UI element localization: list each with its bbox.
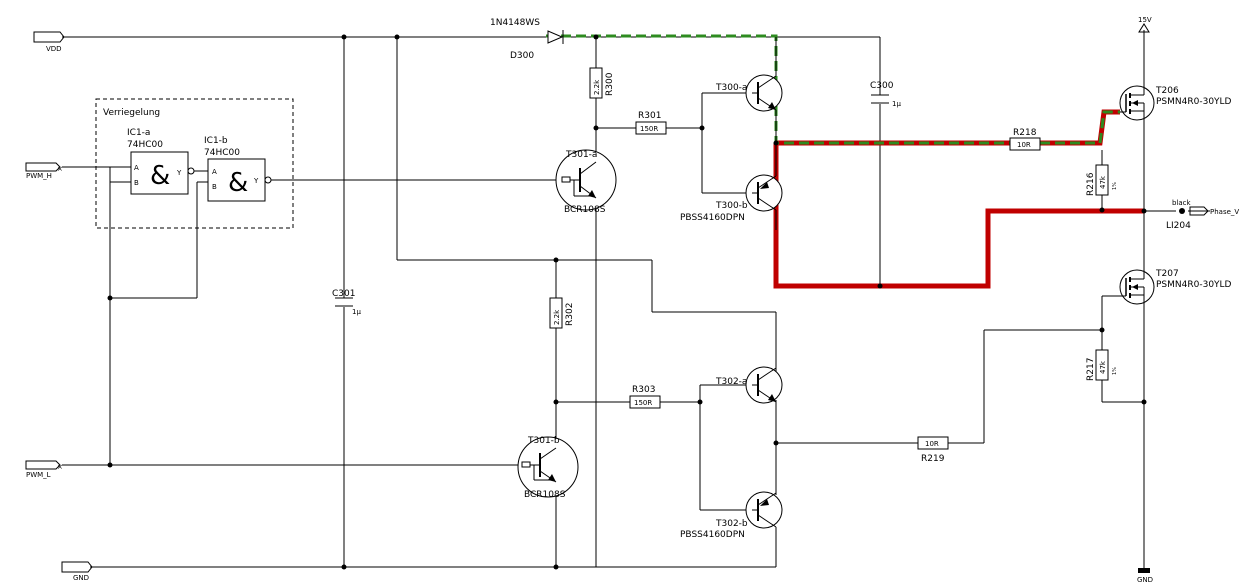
interlock-title: Verriegelung bbox=[103, 108, 160, 118]
r219-value: 10R bbox=[925, 440, 939, 448]
port-phase-v-label: Phase_V bbox=[1210, 208, 1239, 216]
d300-name: D300 bbox=[510, 51, 534, 61]
c300-name: C300 bbox=[870, 81, 894, 91]
t301a-name: T301-a bbox=[565, 150, 597, 160]
t301b-part: BCR108S bbox=[524, 490, 566, 500]
li204-label: LI204 bbox=[1166, 221, 1191, 231]
r302-value: 2.2k bbox=[553, 309, 561, 325]
ic1a-pin-y: Y bbox=[176, 169, 182, 177]
resistor-r216: 47k R216 1% bbox=[1086, 164, 1118, 196]
t300a-name: T300-a bbox=[715, 83, 747, 93]
transistor-t301a: T301-a BCR108S bbox=[555, 149, 617, 215]
r300-value: 2.2k bbox=[593, 79, 601, 95]
c300-value: 1µ bbox=[892, 100, 901, 108]
r218-value: 10R bbox=[1017, 141, 1031, 149]
highlight-red-path bbox=[773, 109, 1144, 289]
ic1a-pin-b: B bbox=[134, 179, 139, 187]
capacitor-c300: C300 1µ bbox=[870, 81, 901, 108]
c301-name: C301 bbox=[332, 289, 355, 299]
supply-15v-label: 15V bbox=[1138, 16, 1152, 24]
li204-net-label: black bbox=[1172, 199, 1192, 207]
port-pwm-l: × PWM_L bbox=[25, 460, 63, 479]
resistor-r302: 2.2k R302 bbox=[549, 297, 575, 329]
r217-name: R217 bbox=[1086, 358, 1096, 381]
resistor-r219: 10R R219 bbox=[917, 436, 949, 464]
ic1a-pin-a: A bbox=[134, 164, 139, 172]
ic1b-pin-a: A bbox=[212, 168, 217, 176]
highlight-green-path bbox=[546, 34, 1120, 145]
r216-tol: 1% bbox=[1112, 182, 1118, 190]
t302a-name: T302-a bbox=[715, 377, 747, 387]
port-gnd-label: GND bbox=[73, 574, 89, 582]
t207-part: PSMN4R0-30YLD bbox=[1156, 280, 1232, 290]
gate-ic1a: & A B Y IC1-a 74HC00 bbox=[127, 128, 195, 195]
ic1a-symbol: & bbox=[150, 161, 170, 191]
d300-part: 1N4148WS bbox=[490, 18, 540, 28]
r303-value: 150R bbox=[634, 399, 652, 407]
r302-name: R302 bbox=[565, 303, 575, 326]
svg-text:×: × bbox=[57, 165, 63, 173]
port-pwm-h-label: PWM_H bbox=[26, 172, 52, 180]
transistor-t300b: T300-b PBSS4160DPN bbox=[680, 143, 783, 230]
port-vdd: VDD bbox=[33, 31, 65, 53]
ic1b-name: IC1-b bbox=[204, 136, 228, 146]
r216-name: R216 bbox=[1086, 172, 1096, 196]
ic1b-pin-b: B bbox=[212, 183, 217, 191]
svg-text:×: × bbox=[57, 463, 63, 471]
r301-value: 150R bbox=[640, 125, 658, 133]
ic1b-pin-y: Y bbox=[253, 177, 259, 185]
port-vdd-label: VDD bbox=[46, 45, 62, 53]
t206-part: PSMN4R0-30YLD bbox=[1156, 97, 1232, 107]
c301-value: 1µ bbox=[352, 308, 361, 316]
gate-ic1b: & A B Y IC1-b 74HC00 bbox=[204, 136, 272, 202]
interlock-block: Verriegelung bbox=[95, 98, 294, 229]
ic1a-name: IC1-a bbox=[127, 128, 150, 138]
wires bbox=[62, 30, 1210, 568]
port-gnd: GND bbox=[61, 561, 93, 582]
capacitor-c301: C301 1µ bbox=[332, 289, 361, 316]
r300-name: R300 bbox=[605, 72, 615, 96]
transistor-t207: T207 PSMN4R0-30YLD bbox=[1119, 269, 1232, 305]
t302b-part: PBSS4160DPN bbox=[680, 530, 745, 540]
transistor-t206: T206 PSMN4R0-30YLD bbox=[1119, 85, 1232, 121]
ic1b-symbol: & bbox=[228, 168, 248, 198]
gnd-symbol-right: GND bbox=[1137, 568, 1153, 584]
r303-name: R303 bbox=[632, 385, 655, 395]
r219-name: R219 bbox=[921, 454, 945, 464]
r218-name: R218 bbox=[1013, 128, 1037, 138]
t302b-name: T302-b bbox=[715, 519, 748, 529]
transistor-t300a: T300-a bbox=[715, 37, 783, 143]
transistor-t302a: T302-a bbox=[715, 366, 783, 404]
t300b-part: PBSS4160DPN bbox=[680, 213, 745, 223]
transistor-t302b: T302-b PBSS4160DPN bbox=[680, 491, 783, 540]
resistor-r218: 10R R218 bbox=[1009, 128, 1041, 151]
port-phase-v: Phase_V black LI204 bbox=[1166, 199, 1239, 231]
t301a-part: BCR108S bbox=[564, 205, 606, 215]
resistor-r301: 150R R301 bbox=[635, 111, 667, 135]
r216-value: 47k bbox=[1099, 175, 1107, 189]
r217-tol: 1% bbox=[1112, 367, 1118, 375]
t207-name: T207 bbox=[1155, 269, 1179, 279]
r217-value: 47k bbox=[1099, 360, 1107, 374]
t206-name: T206 bbox=[1155, 86, 1179, 96]
port-pwm-h: × PWM_H bbox=[25, 162, 63, 180]
resistor-r303: 150R R303 bbox=[629, 385, 661, 409]
junction-dots bbox=[107, 34, 1147, 570]
ic1b-part: 74HC00 bbox=[204, 148, 240, 158]
supply-15v: 15V bbox=[1138, 16, 1152, 33]
t301b-name: T301-b bbox=[527, 436, 560, 446]
ic1a-part: 74HC00 bbox=[127, 140, 163, 150]
port-pwm-l-label: PWM_L bbox=[26, 471, 51, 479]
diode-d300: 1N4148WS D300 bbox=[490, 18, 564, 61]
gnd-right-label: GND bbox=[1137, 576, 1153, 584]
r301-name: R301 bbox=[638, 111, 661, 121]
transistor-t301b: T301-b BCR108S bbox=[517, 436, 579, 500]
resistor-r217: 47k R217 1% bbox=[1086, 349, 1118, 381]
t300b-name: T300-b bbox=[715, 201, 748, 211]
resistor-r300: 2.2k R300 bbox=[589, 67, 615, 99]
